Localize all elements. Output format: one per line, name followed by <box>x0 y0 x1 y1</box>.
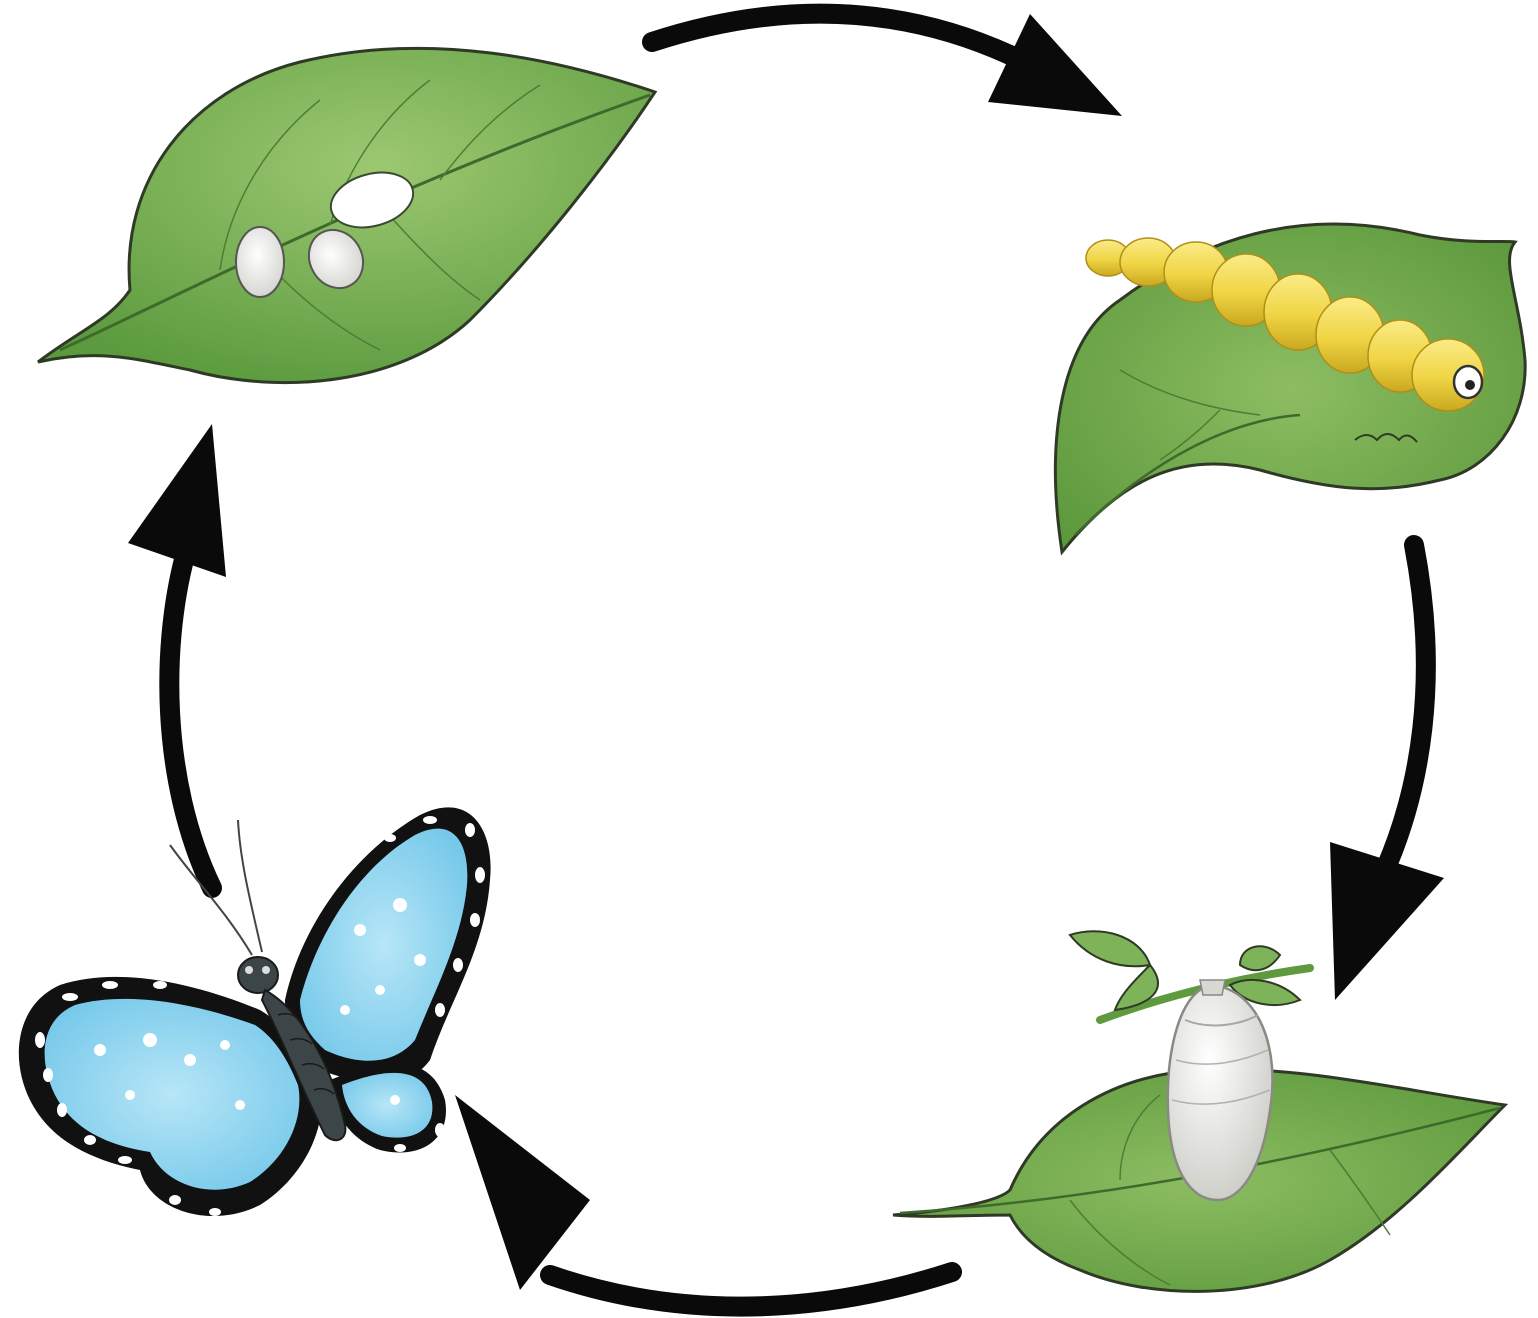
chrysalis-on-leaf-icon <box>893 931 1505 1291</box>
arrow-adult-to-egg <box>128 424 226 888</box>
arrow-larva-to-pupa <box>1330 545 1444 1000</box>
blue-butterfly-icon <box>19 807 491 1216</box>
egg <box>236 227 284 297</box>
caterpillar-on-leaf-icon <box>1055 224 1525 552</box>
leaf-with-eggs-icon <box>38 48 655 382</box>
arrow-egg-to-larva <box>652 14 1122 116</box>
butterfly-head <box>238 957 278 993</box>
arrow-pupa-to-adult <box>455 1095 952 1307</box>
